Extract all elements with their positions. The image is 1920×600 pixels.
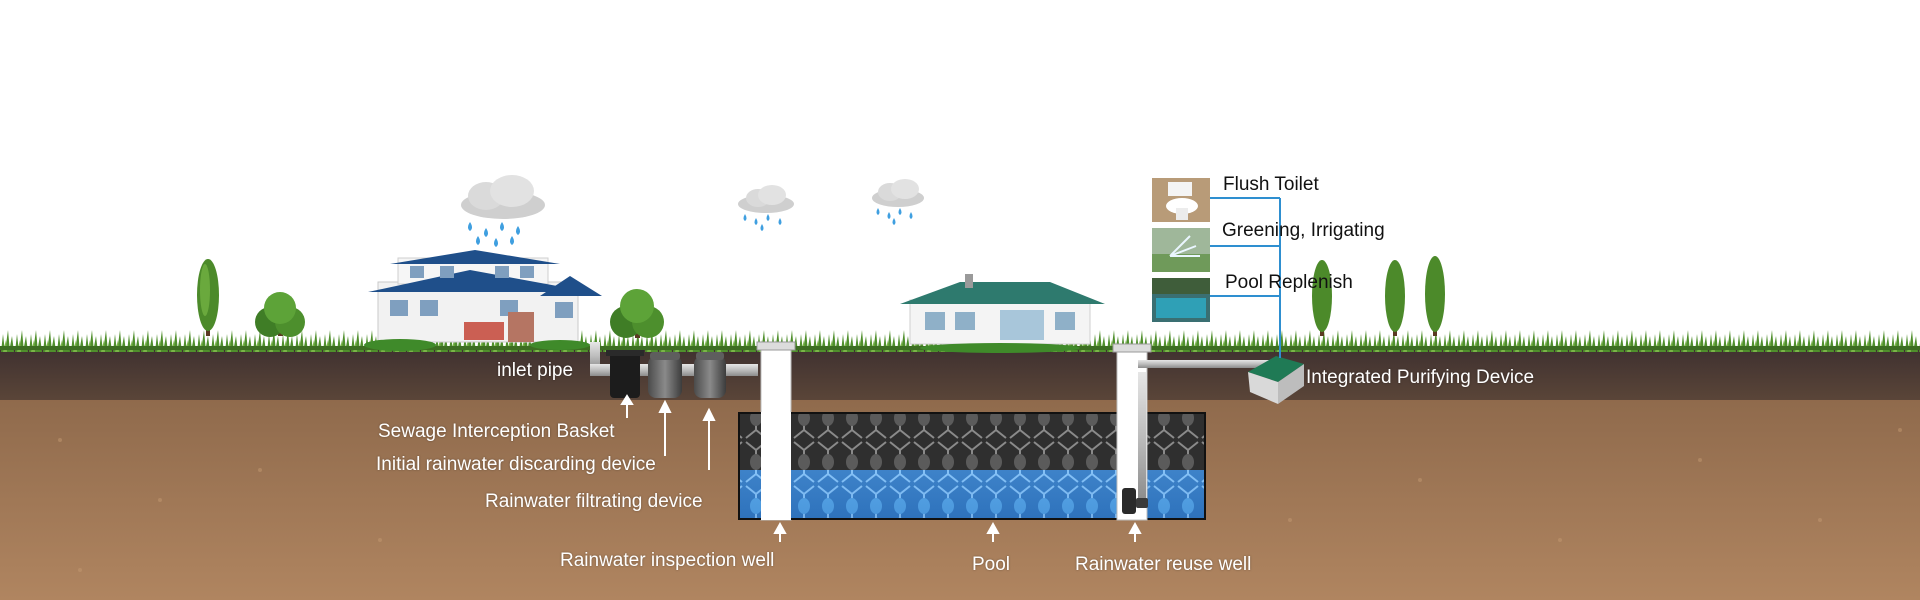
initial-discard-label: Initial rainwater discarding device: [376, 454, 656, 475]
pool-replenish-label: Pool Replenish: [1225, 272, 1353, 293]
distribution-lines: [1210, 197, 1281, 358]
cloud-icon: [738, 185, 794, 231]
pool-label: Pool: [972, 554, 1011, 575]
filtrating-label: Rainwater filtrating device: [485, 491, 703, 512]
greening-label: Greening, Irrigating: [1222, 220, 1385, 241]
tree-icon: [1385, 260, 1405, 336]
tree-icon: [197, 259, 219, 336]
topsoil-layer: [0, 348, 1920, 400]
pool-icon: [1152, 278, 1210, 322]
reuse-well-label: Rainwater reuse well: [1075, 554, 1252, 575]
toilet-icon: [1152, 178, 1210, 222]
filtrating-device: [694, 352, 726, 398]
inlet-pipe-label: inlet pipe: [497, 360, 574, 381]
pump-icon: [1122, 488, 1148, 514]
tree-icon: [1425, 256, 1445, 336]
tree-icon: [1312, 260, 1332, 336]
cloud-icon: [461, 175, 545, 247]
arrow-up-icon: [620, 394, 634, 418]
flush-toilet-label: Flush Toilet: [1223, 174, 1319, 195]
tree-icon: [255, 292, 305, 337]
house-icon: [364, 250, 602, 351]
cloud-icon: [872, 179, 924, 225]
sewage-interception-basket: [606, 350, 644, 398]
arrow-up-icon: [986, 521, 1000, 542]
inspection-well-label: Rainwater inspection well: [560, 550, 775, 571]
sewage-basket-label: Sewage Interception Basket: [378, 421, 615, 442]
arrow-up-icon: [1128, 521, 1142, 542]
outlet-pipe: [1138, 360, 1278, 368]
house-icon: [900, 274, 1105, 353]
purifying-device-label: Integrated Purifying Device: [1306, 367, 1535, 388]
initial-discarding-device: [648, 352, 682, 398]
arrow-up-icon: [658, 399, 672, 456]
sprinkler-icon: [1152, 228, 1210, 272]
arrow-up-icon: [773, 521, 787, 542]
tree-icon: [610, 289, 664, 338]
integrated-purifying-device: [1248, 356, 1304, 404]
arrow-up-icon: [702, 407, 716, 470]
